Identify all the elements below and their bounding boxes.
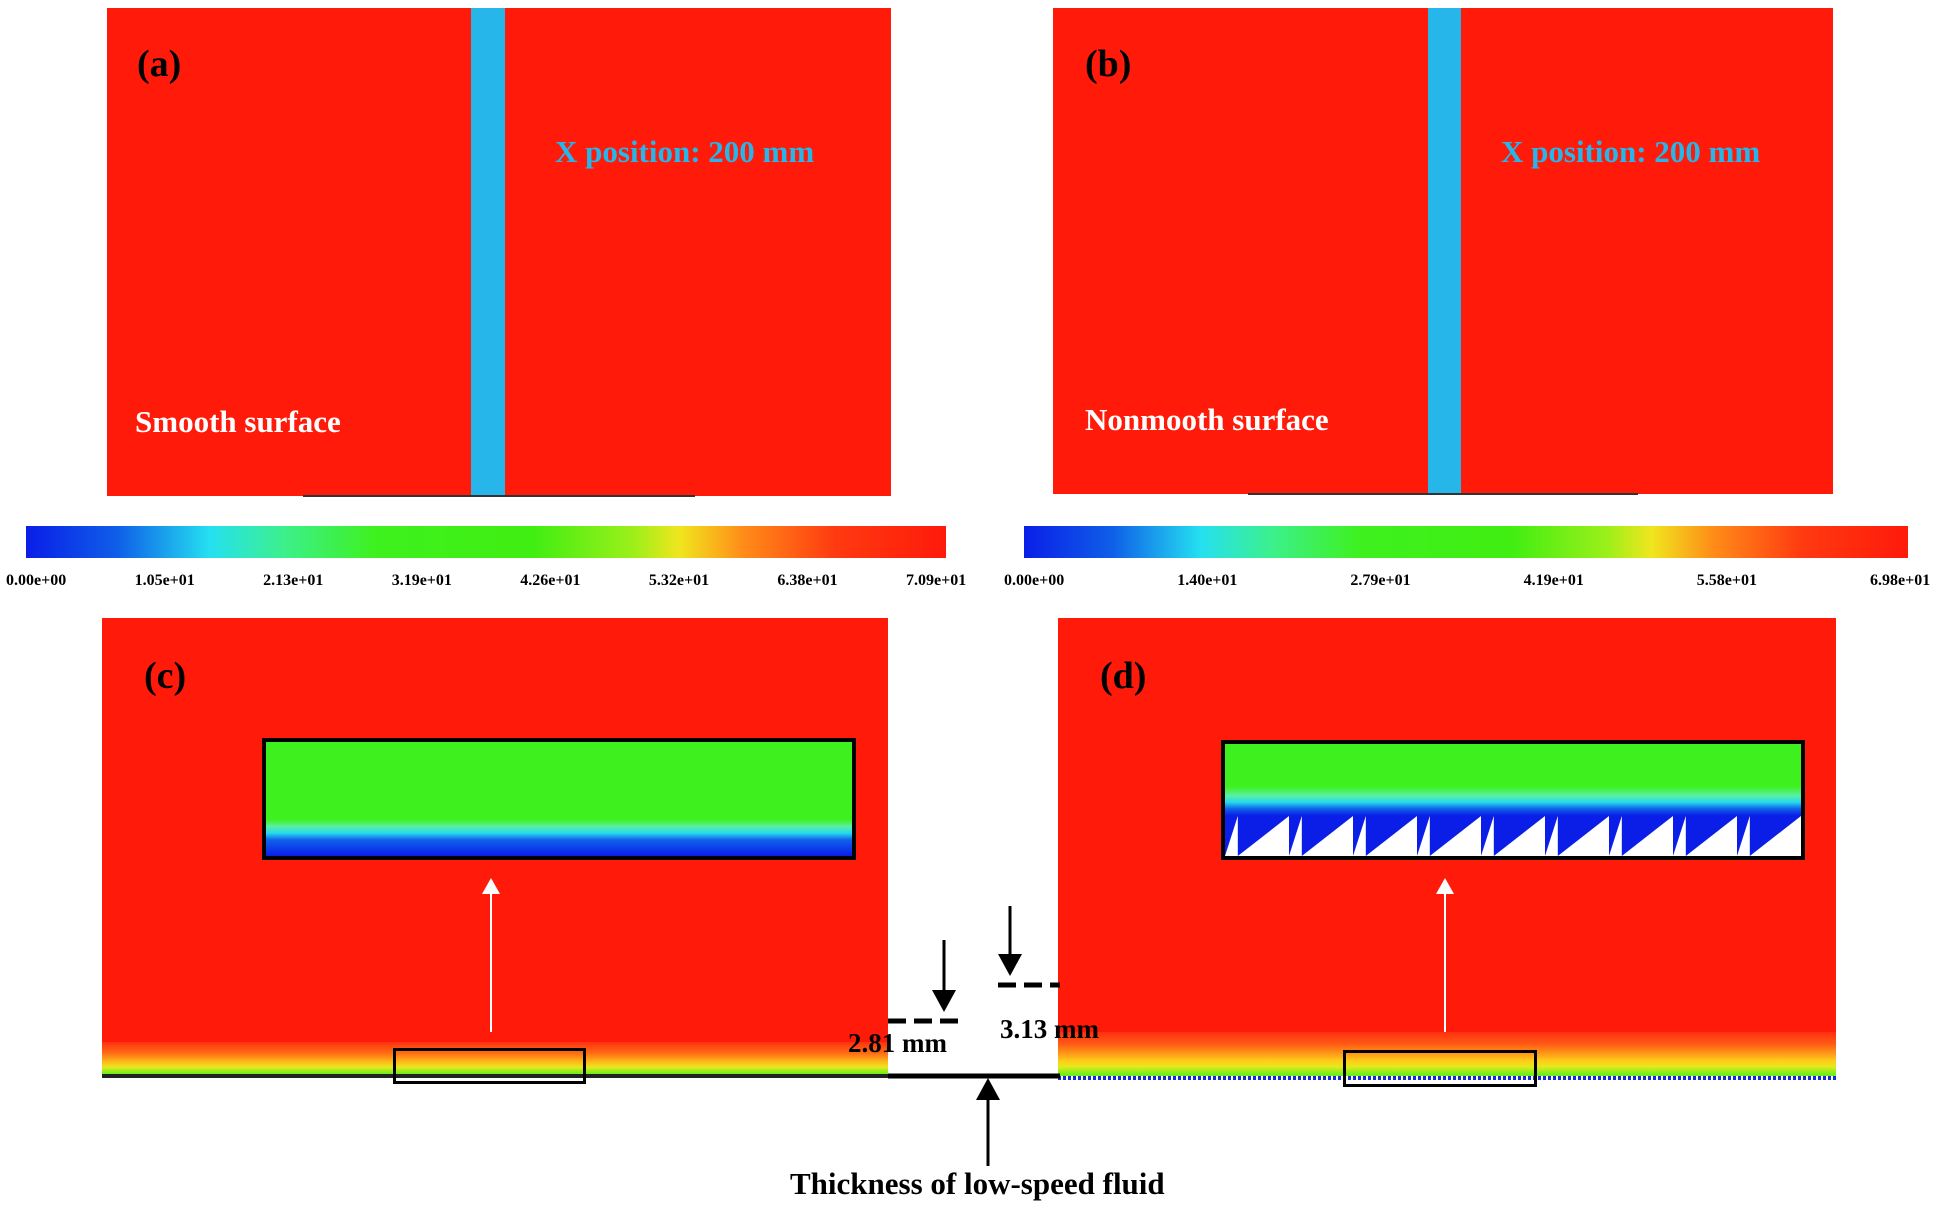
panel-b-base-line [1248, 493, 1638, 495]
panel-c-zoom-arrow [482, 878, 500, 1032]
panel-d-zoom-inset [1221, 740, 1805, 860]
panel-c-wall [102, 1074, 888, 1078]
colorbar-left-tick-0: 0.00e+00 [6, 572, 67, 589]
panel-a-plane-strip [471, 8, 505, 496]
panel-d-zoom-source-box [1343, 1050, 1537, 1087]
colorbar-right-tick-0: 0.00e+00 [1004, 572, 1065, 589]
panel-a-surface-note: Smooth surface [135, 404, 341, 439]
colorbar-right-tick-4: 5.58e+01 [1696, 572, 1758, 589]
panel-a-base-line [303, 495, 695, 497]
panel-c-inset-field [266, 742, 852, 856]
panel-b-position-label: X position: 200 mm [1501, 134, 1761, 169]
nonsmooth-thickness-value: 3.13 mm [1000, 1014, 1099, 1044]
colorbar-right [1024, 526, 1908, 558]
caption-arrow-head [976, 1078, 1000, 1100]
panel-d-boundary-layer [1058, 1032, 1836, 1080]
colorbar-left-tick-2: 2.13e+01 [263, 572, 324, 589]
thickness-annotation [888, 906, 1060, 1166]
colorbar-left-tick-7: 7.09e+01 [906, 572, 967, 589]
panel-d-riblet-wall [1058, 1076, 1836, 1080]
colorbar-right-tick-3: 4.19e+01 [1523, 572, 1584, 589]
colorbar-left-tick-3: 3.19e+01 [391, 572, 452, 589]
panel-d-inset-field [1225, 744, 1801, 856]
panel-b-surface-note: Nonmooth surface [1085, 402, 1329, 437]
panel-b-label: (b) [1085, 43, 1132, 85]
smooth-thickness-value: 2.81 mm [848, 1028, 947, 1058]
colorbar-left [26, 526, 946, 558]
panel-a-label: (a) [137, 43, 182, 85]
panel-d-label: (d) [1100, 655, 1147, 697]
smooth-arrow-head [932, 990, 956, 1012]
panel-c-label: (c) [144, 655, 187, 697]
panel-a-position-label: X position: 200 mm [555, 134, 815, 169]
panel-b-contour: (b) X position: 200 mm Nonmooth surface [1053, 8, 1833, 494]
panel-c-zoom-inset [262, 738, 856, 860]
colorbar-right-tick-1: 1.40e+01 [1177, 572, 1238, 589]
colorbar-right-tick-2: 2.79e+01 [1350, 572, 1411, 589]
panel-d-zoom-arrow [1436, 878, 1454, 1032]
colorbar-left-tick-4: 4.26e+01 [520, 572, 581, 589]
panel-b-plane-strip [1428, 8, 1461, 494]
colorbar-left-tick-1: 1.05e+01 [134, 572, 195, 589]
nonsmooth-arrow-head [998, 954, 1022, 976]
panel-a-contour: (a) X position: 200 mm Smooth surface [107, 8, 891, 496]
panel-c-zoom-source-box [393, 1048, 586, 1084]
colorbar-left-tick-6: 6.38e+01 [777, 572, 838, 589]
figure-caption: Thickness of low-speed fluid [790, 1166, 1165, 1201]
colorbar-right-tick-5: 6.98e+01 [1870, 572, 1931, 589]
colorbar-left-tick-5: 5.32e+01 [648, 572, 710, 589]
